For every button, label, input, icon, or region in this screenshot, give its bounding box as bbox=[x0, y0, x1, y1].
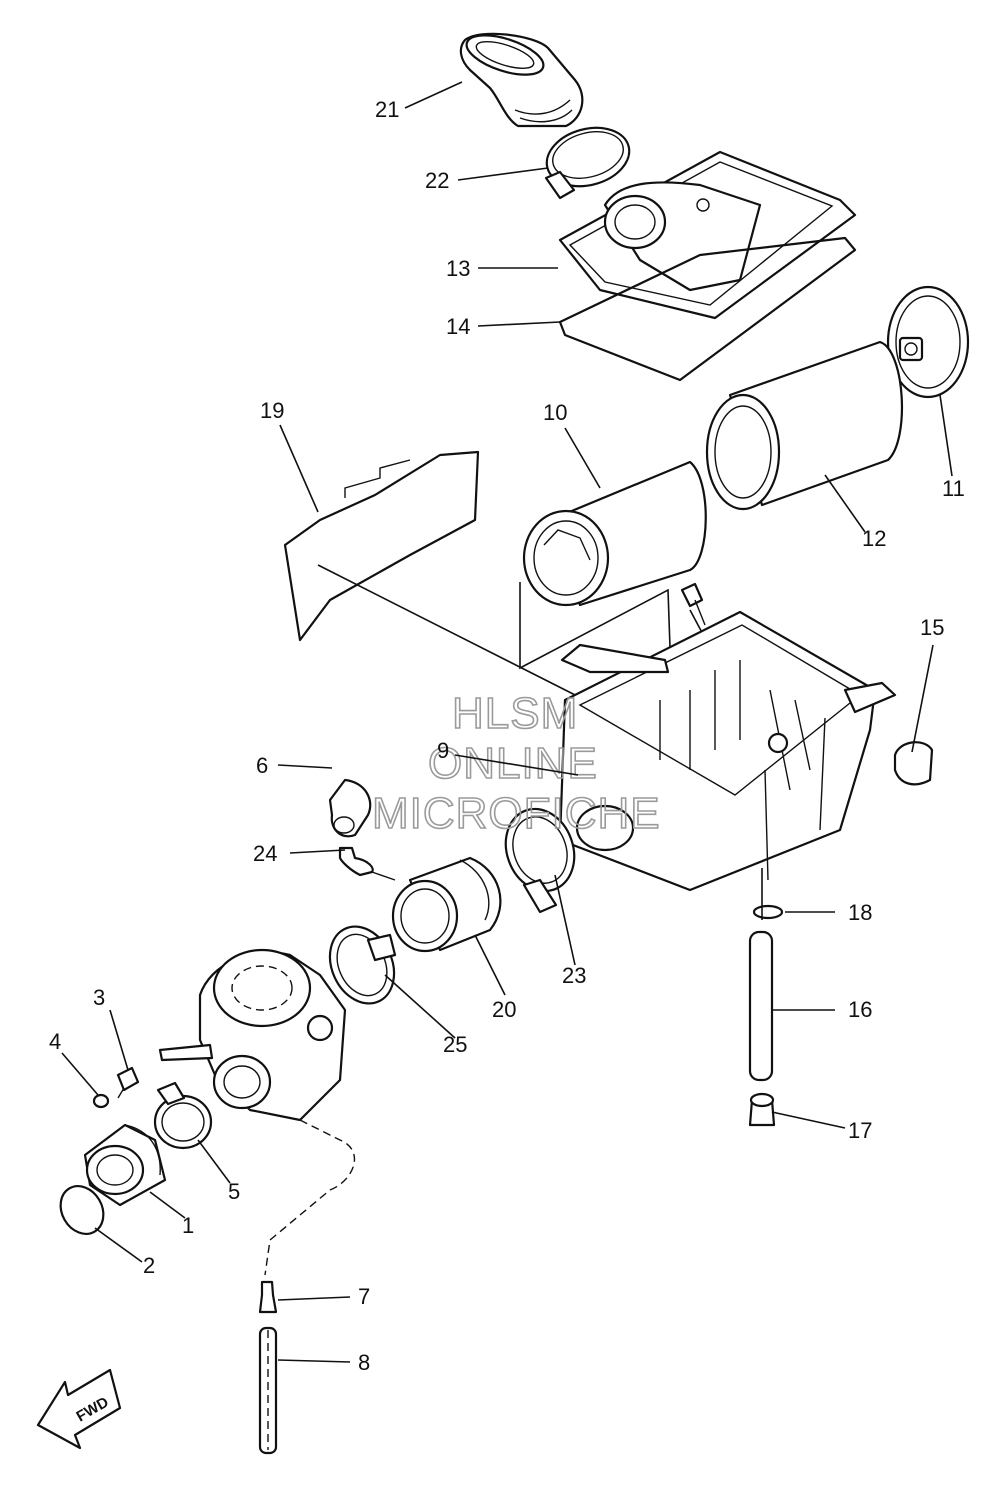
part-17-plug bbox=[748, 1092, 776, 1127]
callout-16: 16 bbox=[848, 997, 872, 1022]
callout-labels: 21 22 13 14 19 10 11 12 15 9 6 24 18 23 … bbox=[49, 97, 965, 1375]
watermark: HLSM ONLINE MICROFICHE bbox=[371, 688, 661, 839]
callout-11: 11 bbox=[942, 476, 965, 501]
part-14-seal bbox=[558, 236, 857, 382]
callout-25: 25 bbox=[443, 1032, 467, 1057]
callout-17: 17 bbox=[848, 1118, 872, 1143]
callout-3: 3 bbox=[93, 985, 105, 1010]
part-3-bolt bbox=[116, 1066, 140, 1099]
callout-15: 15 bbox=[920, 615, 944, 640]
watermark-line-1: HLSM bbox=[452, 689, 578, 738]
fwd-arrow-icon: FWD bbox=[36, 1368, 122, 1450]
case-bolt bbox=[680, 582, 706, 626]
callout-4: 4 bbox=[49, 1029, 61, 1054]
callout-14: 14 bbox=[446, 314, 470, 339]
callout-7: 7 bbox=[358, 1284, 370, 1309]
part-16-check-hose bbox=[748, 930, 774, 1082]
part-15-clip bbox=[893, 741, 934, 786]
watermark-line-3: MICROFICHE bbox=[372, 789, 661, 838]
callout-8: 8 bbox=[358, 1350, 370, 1375]
part-13-air-cleaner-cap bbox=[558, 150, 857, 320]
part-24-hose-fitting bbox=[338, 846, 396, 881]
callout-1: 1 bbox=[182, 1213, 194, 1238]
part-20-joint bbox=[391, 856, 502, 953]
part-2-o-ring bbox=[59, 1185, 105, 1235]
callout-22: 22 bbox=[425, 168, 449, 193]
part-5-clamp bbox=[153, 1081, 213, 1150]
callout-23: 23 bbox=[562, 963, 586, 988]
part-11-end-cap bbox=[886, 285, 970, 399]
part-1-manifold bbox=[83, 1123, 167, 1207]
part-22-clamp bbox=[544, 126, 631, 200]
part-10-inner-element bbox=[522, 460, 707, 607]
callout-18: 18 bbox=[848, 900, 872, 925]
part-6-cap bbox=[328, 778, 372, 838]
part-8-drain-hose bbox=[258, 1326, 278, 1455]
carburetor-assembly bbox=[158, 948, 356, 1276]
part-18-clip bbox=[752, 904, 784, 920]
callout-6: 6 bbox=[256, 753, 268, 778]
part-23-clamp bbox=[504, 807, 576, 914]
callout-12: 12 bbox=[862, 526, 886, 551]
part-19-plate bbox=[283, 450, 480, 642]
callout-13: 13 bbox=[446, 256, 470, 281]
air-cleaner-case bbox=[558, 610, 897, 892]
callout-20: 20 bbox=[492, 997, 516, 1022]
callout-21: 21 bbox=[375, 97, 399, 122]
callout-5: 5 bbox=[228, 1179, 240, 1204]
callout-9: 9 bbox=[437, 738, 449, 763]
leader-lines bbox=[61, 81, 953, 1363]
part-21-intake-duct bbox=[459, 32, 584, 128]
callout-19: 19 bbox=[260, 398, 284, 423]
watermark-line-2: ONLINE bbox=[428, 739, 598, 788]
callout-2: 2 bbox=[143, 1253, 155, 1278]
callout-10: 10 bbox=[543, 400, 567, 425]
part-4-washer bbox=[92, 1093, 110, 1109]
part-25-clamp bbox=[328, 925, 397, 1005]
part-7-fitting bbox=[258, 1280, 278, 1314]
part-12-filter-element bbox=[705, 340, 903, 511]
callout-24: 24 bbox=[253, 841, 277, 866]
